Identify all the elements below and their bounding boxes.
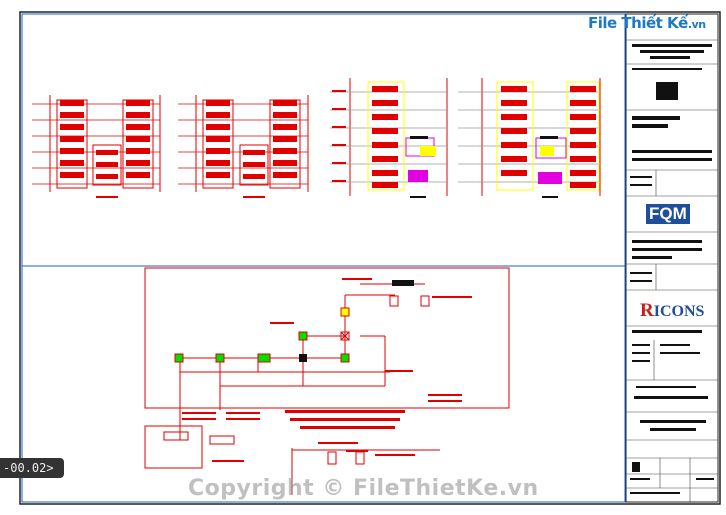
ricons-logo-text: ICONS — [653, 303, 705, 320]
ricons-logo-initial: R — [640, 300, 654, 321]
viewport-bottom[interactable] — [21, 265, 626, 503]
riser-diagram-4-blocks — [501, 86, 596, 198]
riser-diagram-1-blocks — [60, 100, 150, 198]
ricons-logo: RICONS — [640, 300, 704, 322]
riser-diagram-4 — [458, 78, 601, 196]
copyright-watermark: Copyright © FileThietKe.vn — [188, 476, 539, 501]
fqm-logo: FQM — [646, 204, 690, 224]
viewport-top[interactable] — [21, 13, 626, 267]
riser-diagram-2-blocks — [206, 100, 297, 198]
site-logo-text: File Thiết Kế — [588, 14, 688, 32]
title-block — [625, 13, 719, 503]
sheet-border — [19, 11, 721, 505]
schematic-components — [163, 280, 430, 465]
schematic-labels — [182, 278, 472, 462]
site-logo-tld: .vn — [687, 18, 706, 31]
riser-diagram-3 — [330, 78, 448, 196]
riser-diagram-3-blocks — [332, 86, 436, 198]
site-logo[interactable]: File Thiết Kế.vn — [588, 14, 706, 32]
command-line-prompt[interactable]: -00.02> — [0, 458, 64, 478]
schematic-main — [144, 267, 510, 495]
